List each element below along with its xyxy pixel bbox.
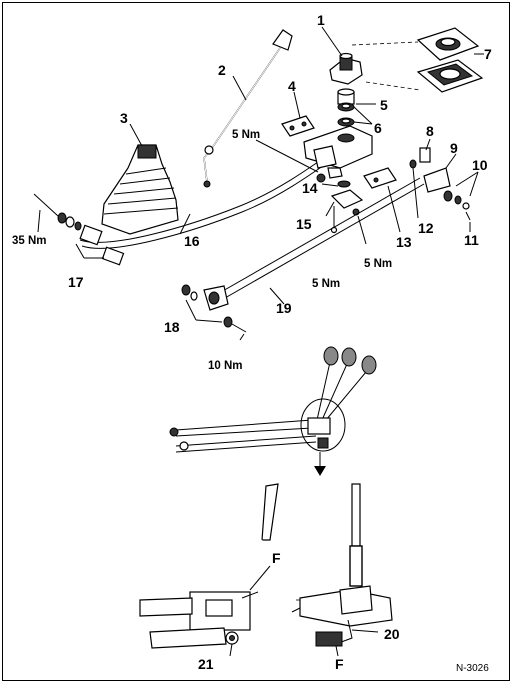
pivot-parts (330, 180, 364, 234)
detail-view-left (139, 483, 279, 649)
bolt-parts-lower (181, 284, 247, 333)
detail-view-right (291, 483, 393, 647)
callout-7: 7 (484, 46, 492, 62)
bolt-and-bush-parts-left (33, 193, 125, 266)
callout-17: 17 (68, 274, 84, 290)
callout-11: 11 (464, 232, 479, 248)
callout-15: 15 (296, 216, 312, 232)
assembled-lever-view (169, 346, 377, 476)
figure-frame (2, 2, 510, 681)
joint-parts-right (409, 147, 471, 221)
selector-rod-part (79, 149, 338, 249)
gear-lever-part (203, 29, 293, 188)
gear-lever-housing-cover (329, 52, 363, 85)
callout-1: 1 (317, 12, 325, 28)
callout-3: 3 (120, 110, 128, 126)
callout-14: 14 (302, 180, 318, 196)
callout-5: 5 (380, 97, 388, 113)
bush-parts (337, 88, 355, 127)
callout-21: 21 (198, 656, 214, 672)
callout-6: 6 (374, 120, 382, 136)
callout-2: 2 (218, 62, 226, 78)
bracket-part (281, 115, 315, 137)
torque-label-mid: 5 Nm (312, 278, 340, 290)
callout-9: 9 (450, 140, 458, 156)
callout-f-right: F (335, 656, 344, 672)
callout-12: 12 (418, 220, 434, 236)
torque-label-mid-right: 5 Nm (364, 258, 392, 270)
callout-8: 8 (426, 123, 434, 139)
gaiter-boot-part (101, 144, 179, 235)
torque-label-lower: 10 Nm (208, 360, 243, 372)
bracket-part-13 (363, 167, 397, 189)
torque-label-upper: 5 Nm (232, 129, 260, 141)
callout-10: 10 (472, 157, 488, 173)
callout-20: 20 (384, 626, 400, 642)
lever-housing-part (303, 125, 373, 179)
gasket-plate-part (416, 27, 484, 93)
callout-18: 18 (164, 319, 180, 335)
torque-label-left: 35 Nm (12, 235, 47, 247)
callout-16: 16 (184, 233, 200, 249)
figure-reference-number: N-3026 (456, 663, 489, 674)
callout-13: 13 (396, 234, 412, 250)
callout-f-left: F (272, 550, 281, 566)
callout-4: 4 (288, 78, 296, 94)
shift-rod-part (203, 177, 425, 311)
callout-19: 19 (276, 300, 292, 316)
